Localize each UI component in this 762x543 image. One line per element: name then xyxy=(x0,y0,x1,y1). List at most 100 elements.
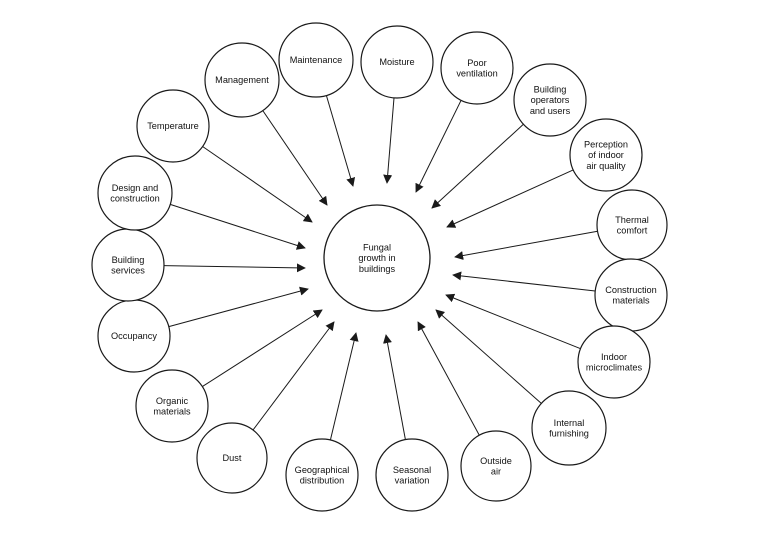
factor-poor-ventilation-label-line: Poor xyxy=(467,58,486,68)
factor-building-services-label-line: services xyxy=(111,266,145,276)
factor-node-dust: Dust xyxy=(196,422,268,494)
arrow-occupancy xyxy=(168,286,309,328)
factor-moisture-label-line: Moisture xyxy=(379,57,414,67)
factor-circle-geographical-distribution xyxy=(285,438,359,512)
factor-dust-label: Dust xyxy=(223,453,242,463)
arrow-outside-air xyxy=(417,321,480,436)
factor-design-construction-label-line: Design and xyxy=(112,183,158,193)
factor-circle-temperature xyxy=(136,89,210,163)
factor-perception-iaq-label-line: air quality xyxy=(586,161,626,171)
factor-circle-seasonal-variation xyxy=(375,438,449,512)
factor-node-management: Management xyxy=(204,42,280,118)
factor-dust-label-line: Dust xyxy=(223,453,242,463)
arrow-thermal-comfort xyxy=(454,230,598,260)
arrow-temperature xyxy=(202,146,313,223)
factor-circle-poor-ventilation xyxy=(440,31,514,105)
factor-management-label: Management xyxy=(215,75,269,85)
factor-node-temperature: Temperature xyxy=(136,89,210,163)
factor-organic-materials-label-line: Organic xyxy=(156,396,189,406)
factor-outside-air-label-line: air xyxy=(491,467,501,477)
factor-circle-moisture xyxy=(360,25,434,99)
arrows xyxy=(163,95,598,441)
factor-organic-materials-label-line: materials xyxy=(153,407,191,417)
factor-maintenance-label: Maintenance xyxy=(290,55,343,65)
factor-building-operators-label-line: Building xyxy=(534,85,567,95)
factor-circle-indoor-microclimates xyxy=(577,325,651,399)
arrow-building-operators xyxy=(431,123,524,209)
factor-node-maintenance: Maintenance xyxy=(278,22,354,98)
factor-circle-perception-iaq xyxy=(569,118,643,192)
factor-outside-air-label-line: Outside xyxy=(480,456,512,466)
factor-circle-building-operators xyxy=(513,63,587,137)
center-label-line: growth in xyxy=(358,253,395,263)
arrow-construction-materials xyxy=(452,271,596,292)
factor-circle-internal-furnishing xyxy=(531,390,607,466)
factor-seasonal-variation-label-line: variation xyxy=(395,476,430,486)
factor-maintenance-label-line: Maintenance xyxy=(290,55,343,65)
factor-building-operators-label-line: and users xyxy=(530,106,571,116)
factor-management-label-line: Management xyxy=(215,75,269,85)
arrow-maintenance xyxy=(325,95,356,187)
factor-circle-management xyxy=(204,42,280,118)
arrow-indoor-microclimates xyxy=(445,293,581,350)
factor-thermal-comfort-label-line: Thermal xyxy=(615,215,649,225)
factor-occupancy-label-line: Occupancy xyxy=(111,331,157,341)
factor-seasonal-variation-label-line: Seasonal xyxy=(393,465,431,475)
factor-node-occupancy: Occupancy xyxy=(97,299,171,373)
factor-design-construction-label-line: construction xyxy=(110,194,160,204)
center-circle xyxy=(323,204,431,312)
factor-indoor-microclimates-label-line: microclimates xyxy=(586,363,643,373)
factor-moisture-label: Moisture xyxy=(379,57,414,67)
factor-circle-outside-air xyxy=(460,430,532,502)
factor-thermal-comfort-label-line: comfort xyxy=(617,226,648,236)
factor-construction-materials-label-line: materials xyxy=(612,296,650,306)
center-label-line: Fungal xyxy=(363,243,391,253)
factor-internal-furnishing-label-line: Internal xyxy=(554,418,585,428)
factor-circle-organic-materials xyxy=(135,369,209,443)
arrow-internal-furnishing xyxy=(435,309,542,404)
arrow-building-services xyxy=(163,263,306,273)
factor-indoor-microclimates-label-line: Indoor xyxy=(601,352,627,362)
arrow-poor-ventilation xyxy=(415,100,462,193)
factor-construction-materials-label-line: Construction xyxy=(605,285,657,295)
factor-building-services-label-line: Building xyxy=(112,255,145,265)
factor-geographical-distribution-label-line: Geographical xyxy=(295,465,350,475)
arrow-management xyxy=(262,110,328,206)
arrow-organic-materials xyxy=(202,309,323,388)
factor-perception-iaq-label-line: Perception xyxy=(584,140,628,150)
factor-node-moisture: Moisture xyxy=(360,25,434,99)
factor-occupancy-label: Occupancy xyxy=(111,331,157,341)
factor-circle-dust xyxy=(196,422,268,494)
factor-circle-maintenance xyxy=(278,22,354,98)
factor-building-operators-label-line: operators xyxy=(531,95,570,105)
arrow-seasonal-variation xyxy=(383,334,406,440)
factor-internal-furnishing-label-line: furnishing xyxy=(549,429,589,439)
factor-circle-design-construction xyxy=(97,155,173,231)
